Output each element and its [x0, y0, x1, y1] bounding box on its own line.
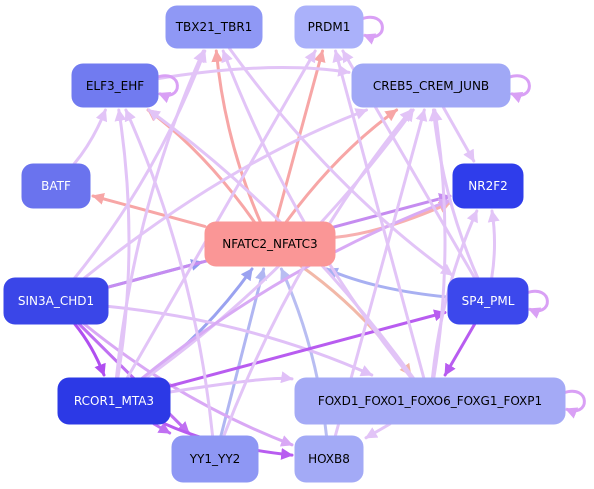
edge-rcor1-mta3-to-yy1-yy2 — [152, 422, 172, 435]
edge-rcor1-mta3-to-foxd1-foxo1-foxo6-foxg1-foxp1 — [168, 371, 294, 394]
edge-creb5-crem-junb-to-nr2f2 — [441, 105, 476, 163]
node-nr2f2[interactable]: NR2F2 — [452, 163, 524, 209]
node-sin3a-chd1[interactable]: SIN3A_CHD1 — [3, 277, 109, 325]
edge-sp4-pml-to-creb5-crem-junb — [428, 108, 480, 280]
edge-rcor1-mta3-to-nr2f2 — [140, 198, 452, 380]
node-foxd1-foxo1-foxo6-foxg1-foxp1[interactable]: FOXD1_FOXO1_FOXO6_FOXG1_FOXP1 — [294, 377, 566, 425]
node-prdm1[interactable]: PRDM1 — [294, 5, 364, 49]
edge-tbx21-tbr1-to-sp4-pml — [227, 46, 454, 277]
node-label: YY1_YY2 — [189, 452, 241, 466]
node-nfatc2-nfatc3[interactable]: NFATC2_NFATC3 — [204, 221, 336, 267]
self-loop-creb5-crem-junb — [507, 74, 531, 104]
edge-elf3-ehf-to-creb5-crem-junb — [156, 64, 351, 81]
node-label: FOXD1_FOXO1_FOXO6_FOXG1_FOXP1 — [318, 394, 542, 408]
edge-nfatc2-nfatc3-to-batf — [91, 193, 207, 228]
node-label: BATF — [41, 179, 71, 193]
edge-sin3a-chd1-to-foxd1-foxo1-foxo6-foxg1-foxp1 — [106, 304, 374, 377]
edge-rcor1-mta3-to-elf3-ehf — [114, 108, 131, 380]
self-loop-elf3-ehf — [155, 74, 179, 104]
edge-yy1-yy2-to-nfatc2-nfatc3 — [219, 267, 267, 438]
edge-batf-to-elf3-ehf — [72, 108, 108, 166]
node-label: PRDM1 — [308, 20, 351, 34]
node-label: NR2F2 — [468, 179, 508, 193]
node-yy1-yy2[interactable]: YY1_YY2 — [171, 435, 259, 483]
node-label: NFATC2_NFATC3 — [222, 237, 317, 251]
edge-foxd1-foxo1-foxo6-foxg1-foxp1-to-prdm1 — [332, 49, 426, 380]
node-label: TBX21_TBR1 — [175, 20, 253, 34]
edge-foxd1-foxo1-foxo6-foxg1-foxp1-to-creb5-crem-junb — [430, 108, 447, 380]
edge-sp4-pml-to-nfatc2-nfatc3 — [325, 267, 450, 299]
node-elf3-ehf[interactable]: ELF3_EHF — [71, 63, 159, 108]
node-label: HOXB8 — [308, 452, 350, 466]
self-loop-prdm1 — [360, 15, 384, 45]
self-loop-sp4-pml — [525, 289, 549, 319]
edge-rcor1-mta3-to-prdm1 — [125, 49, 317, 380]
node-label: RCOR1_MTA3 — [74, 394, 154, 408]
edge-sp4-pml-to-foxd1-foxo1-foxo6-foxg1-foxp1 — [443, 322, 477, 377]
edge-rcor1-mta3-to-tbx21-tbr1 — [114, 49, 205, 380]
node-label: CREB5_CREM_JUNB — [373, 79, 489, 93]
node-rcor1-mta3[interactable]: RCOR1_MTA3 — [57, 377, 171, 425]
node-label: SIN3A_CHD1 — [18, 294, 94, 308]
edge-sin3a-chd1-to-rcor1-mta3 — [73, 322, 106, 377]
node-label: SP4_PML — [462, 294, 515, 308]
edge-sin3a-chd1-to-tbx21-tbr1 — [73, 49, 207, 280]
edge-yy1-yy2-to-elf3-ehf — [124, 108, 215, 438]
edge-sp4-pml-to-nr2f2 — [487, 209, 500, 280]
nodes-layer: TBX21_TBR1 PRDM1 ELF3_EHF CREB5_CREM_JUN… — [3, 5, 566, 483]
edge-sin3a-chd1-to-creb5-crem-junb — [82, 108, 368, 280]
node-sp4-pml[interactable]: SP4_PML — [447, 277, 529, 325]
node-batf[interactable]: BATF — [21, 163, 91, 209]
self-loop-foxd1-foxo1-foxo6-foxg1-foxp1 — [562, 389, 586, 419]
node-label: ELF3_EHF — [86, 79, 144, 93]
edge-sin3a-chd1-to-hoxb8 — [82, 322, 294, 447]
node-tbx21-tbr1[interactable]: TBX21_TBR1 — [165, 5, 263, 49]
node-hoxb8[interactable]: HOXB8 — [294, 435, 364, 483]
edge-foxd1-foxo1-foxo6-foxg1-foxp1-to-hoxb8 — [364, 422, 392, 440]
node-creb5-crem-junb[interactable]: CREB5_CREM_JUNB — [351, 63, 511, 108]
